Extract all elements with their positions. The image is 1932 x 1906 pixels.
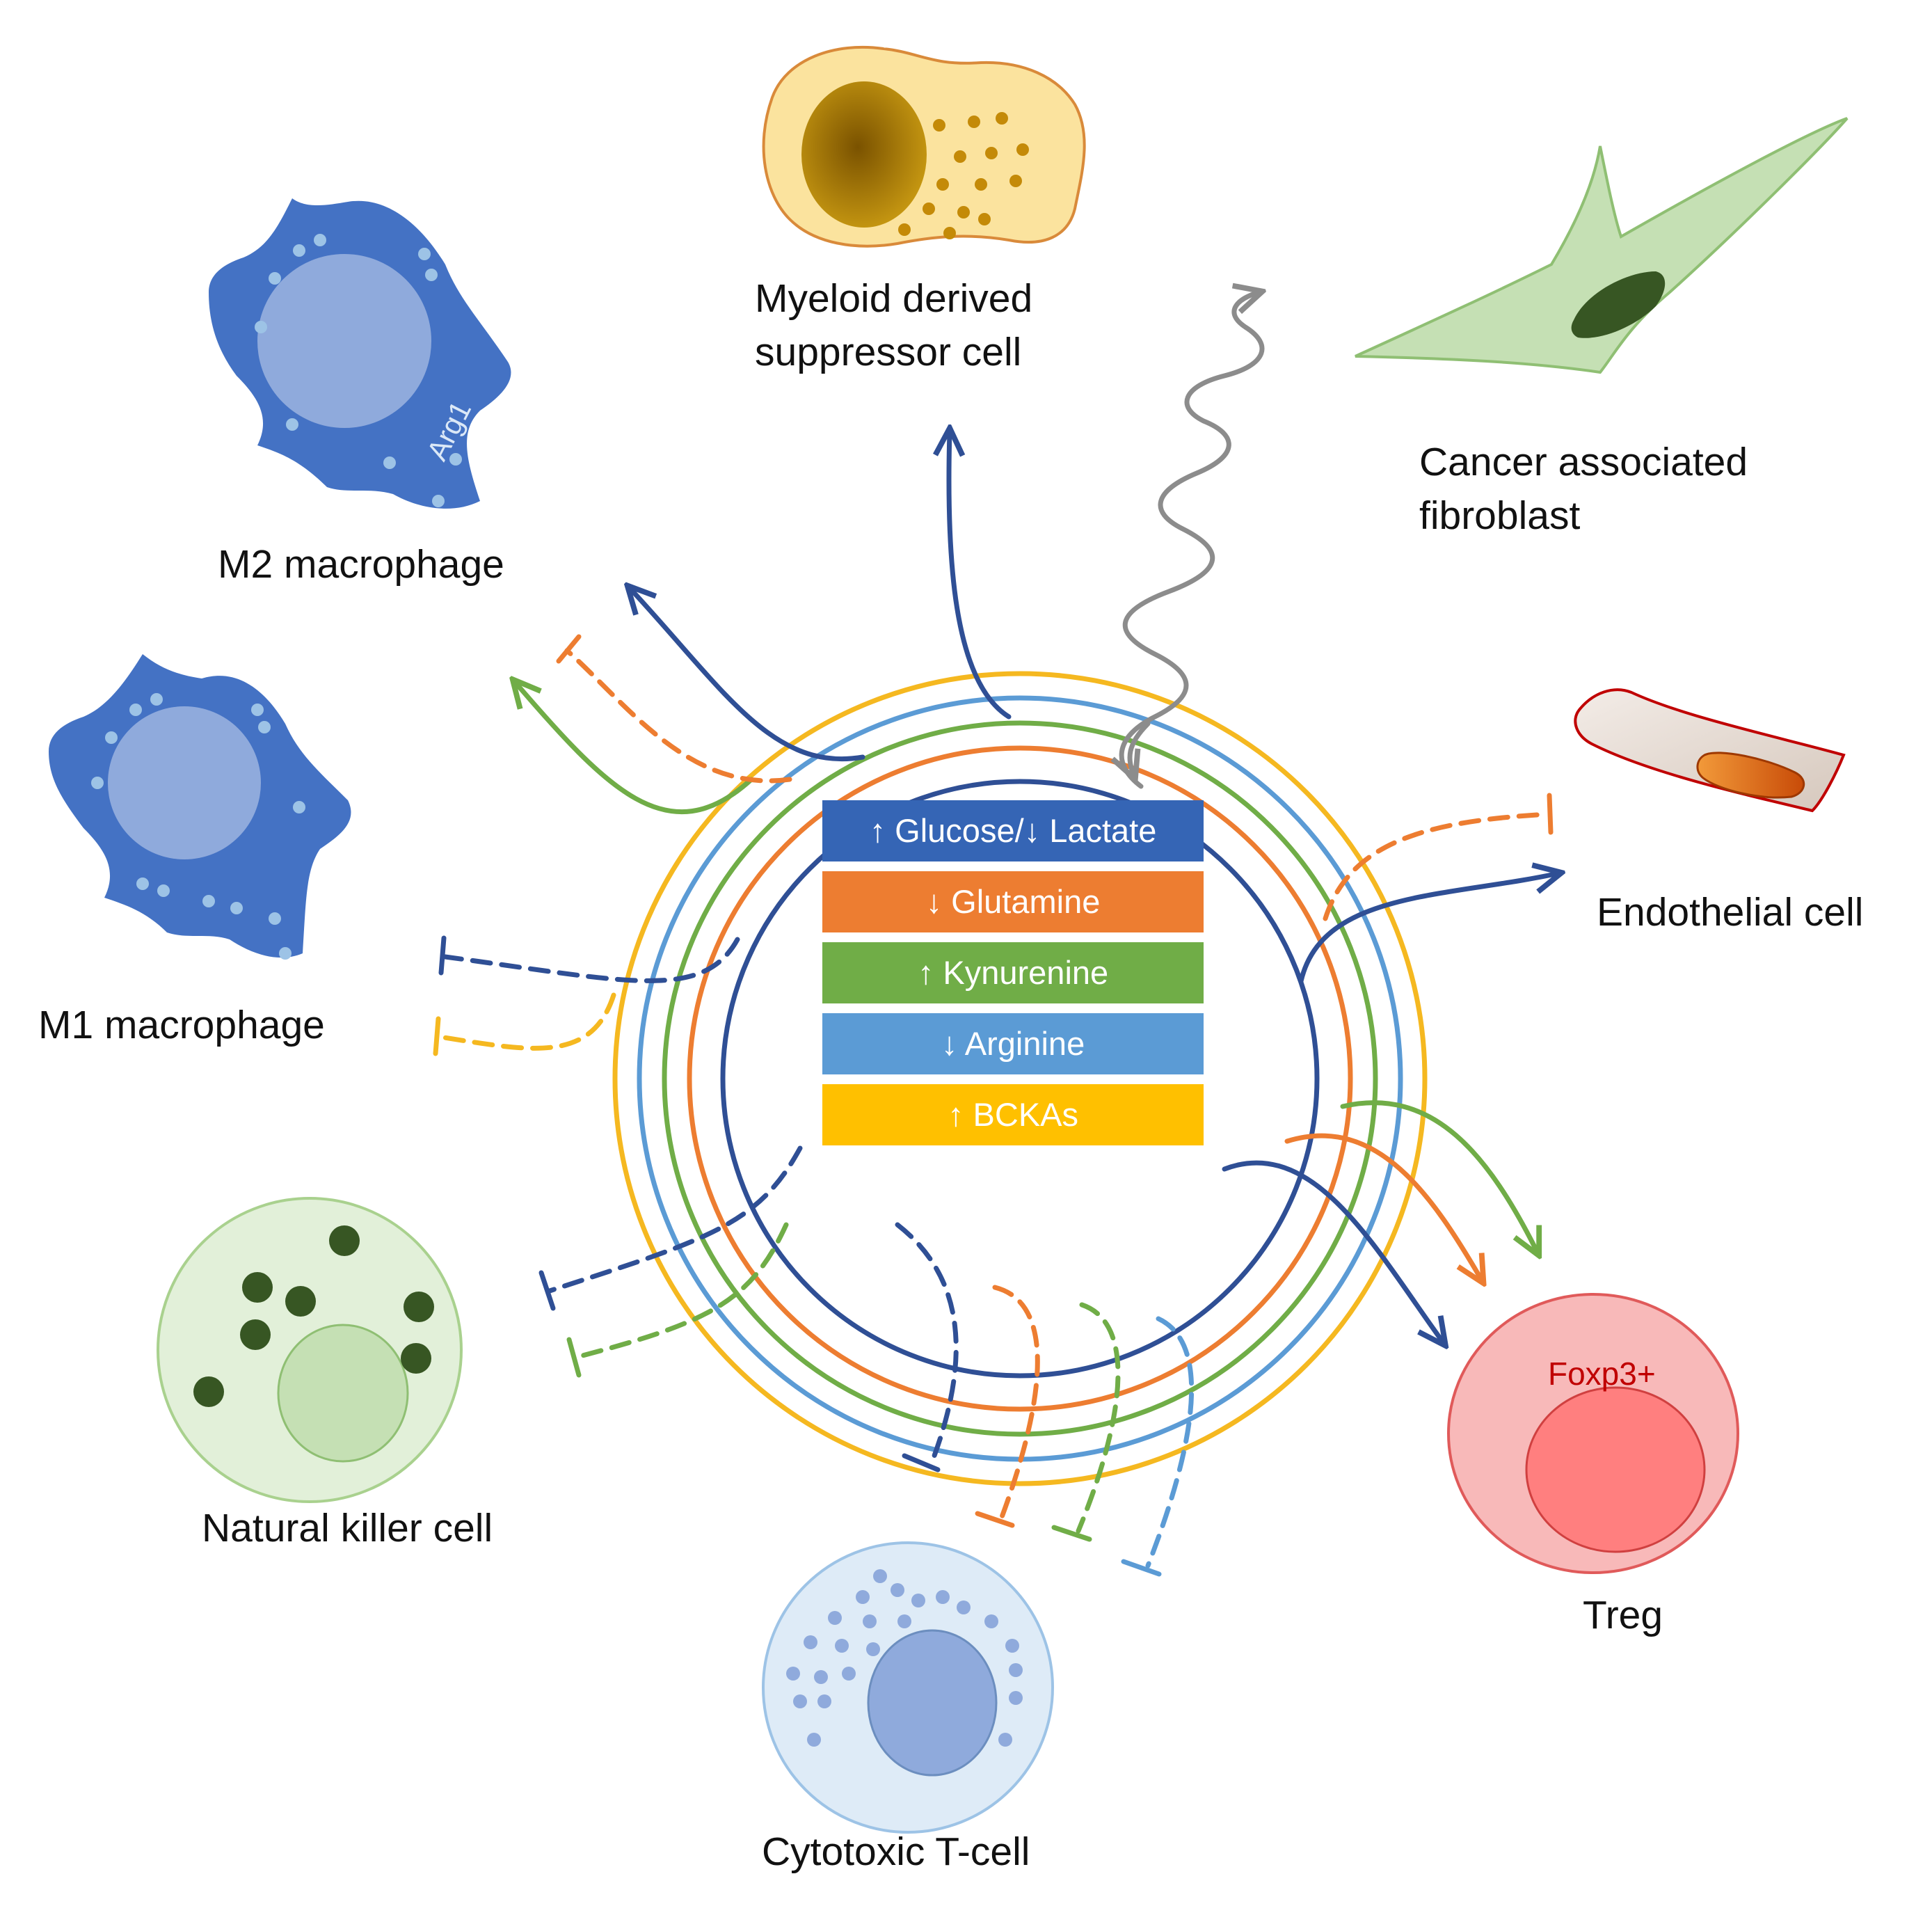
arrow-glucose-to-treg xyxy=(1222,1160,1444,1343)
endothelial-body xyxy=(1574,688,1846,813)
metabolite-bar-glutamine: ↓ Glutamine xyxy=(822,871,1204,932)
m1-macrophage-cell xyxy=(49,654,351,960)
endothelial-cell xyxy=(1574,688,1846,813)
inhibit-glucose-m1-bar xyxy=(438,935,447,976)
metabolite-rings xyxy=(612,671,1428,1486)
metabolite-label-bcka: ↑ BCKAs xyxy=(948,1096,1078,1133)
signal-caf xyxy=(1119,292,1262,789)
inhibit-glutamine-tcell-bar xyxy=(975,1511,1015,1528)
inhibit-glutamine-endothelial xyxy=(1323,811,1551,921)
inhibit-glucose-nk xyxy=(547,1145,803,1294)
metabolite-bar-glucose-fill xyxy=(822,800,1204,861)
metabolite-bar-bcka: ↑ BCKAs xyxy=(822,1084,1204,1145)
metabolite-bar-arginine: ↓ Arginine xyxy=(822,1013,1204,1074)
metabolite-label-glutamine: ↓ Glutamine xyxy=(926,883,1101,920)
fibroblast-nucleus xyxy=(1571,271,1666,338)
metabolite-bar-kynurenine-fill xyxy=(822,942,1204,1003)
tcell-granules xyxy=(786,1569,1023,1747)
inhibit-kynurenine-nk-bar xyxy=(566,1337,582,1378)
arrow-kynurenine-to-treg xyxy=(1340,1100,1538,1253)
ring-glutamine xyxy=(687,745,1353,1412)
metabolite-bar-glucose: ↑ Glucose/↓ Lactate xyxy=(822,800,1204,861)
inhibit-arginine-tcell-bar xyxy=(1121,1559,1162,1577)
inhibit-kynurenine-tcell xyxy=(1076,1302,1121,1534)
fibroblast-body xyxy=(1355,117,1849,374)
m1-granules xyxy=(91,693,305,960)
ring-bcka xyxy=(612,671,1428,1486)
inhibit-kynurenine-tcell-bar xyxy=(1051,1525,1092,1542)
inhibit-kynurenine-nk xyxy=(575,1222,789,1360)
arrow-kynurenine-to-m1 xyxy=(515,682,754,815)
nk-granules xyxy=(193,1225,434,1407)
m1-label: M1 macrophage xyxy=(38,1003,325,1047)
m2-macrophage-cell: Arg1 xyxy=(209,198,511,509)
m2-nucleus xyxy=(257,254,431,428)
caf-label-line1: Cancer associated xyxy=(1419,440,1748,484)
endothelial-nucleus xyxy=(1696,752,1805,799)
treg-nucleus xyxy=(1525,1386,1706,1553)
metabolite-bar-glutamine-fill xyxy=(822,871,1204,932)
tcell-label: Cytotoxic T-cell xyxy=(762,1829,1030,1874)
inhibit-glucose-tcell-bar xyxy=(902,1453,941,1472)
metabolite-bar-bcka-fill xyxy=(822,1084,1204,1145)
inhibit-glutamine-tcell xyxy=(992,1285,1040,1520)
metabolite-label-glucose: ↑ Glucose/↓ Lactate xyxy=(870,812,1157,849)
metabolite-bar-arginine-fill xyxy=(822,1013,1204,1074)
arrow-glucose-to-mdsc xyxy=(949,431,1012,720)
connectors xyxy=(433,292,1558,1577)
m1-nucleus xyxy=(108,706,261,859)
signal-caf-inward xyxy=(1130,721,1151,776)
inhibit-glucose-tcell xyxy=(895,1222,959,1464)
inhibit-glutamine-endothelial-bar xyxy=(1547,793,1554,835)
metabolite-bar-kynurenine: ↑ Kynurenine xyxy=(822,942,1204,1003)
mdsc-label-line2: suppressor cell xyxy=(755,330,1021,374)
inhibit-glutamine-m2-bar xyxy=(556,634,582,664)
ring-kynurenine xyxy=(662,720,1378,1437)
m2-label: M2 macrophage xyxy=(218,542,504,587)
metabolite-label-arginine: ↓ Arginine xyxy=(941,1025,1085,1062)
mdsc-nucleus xyxy=(801,81,927,228)
cytotoxic-tcell xyxy=(762,1541,1054,1834)
inhibit-glutamine-m2 xyxy=(564,648,792,784)
treg-label: Treg xyxy=(1583,1593,1663,1637)
mdsc-cell xyxy=(762,45,1086,248)
foxp3-marker: Foxp3+ xyxy=(1548,1356,1656,1392)
metabolite-legend: ↑ Glucose/↓ Lactate ↓ Glutamine ↑ Kynure… xyxy=(822,800,1204,1145)
nk-nucleus xyxy=(277,1324,409,1463)
tcell-nucleus xyxy=(867,1629,998,1777)
endothelial-label: Endothelial cell xyxy=(1597,890,1863,935)
arrow-glutamine-to-treg xyxy=(1284,1133,1482,1280)
inhibit-glucose-m1 xyxy=(442,937,740,983)
ring-glucose-tumor-cell xyxy=(720,779,1320,1379)
mdsc-granules xyxy=(898,112,1029,239)
nk-label: Natural killer cell xyxy=(202,1506,493,1550)
metabolite-label-kynurenine: ↑ Kynurenine xyxy=(918,954,1108,991)
inhibit-arginine-tcell xyxy=(1145,1316,1195,1569)
arrow-glucose-to-endothelial xyxy=(1298,873,1558,984)
fibroblast-cell xyxy=(1355,117,1849,374)
mdsc-label-line1: Myeloid derived xyxy=(755,276,1032,321)
inhibit-bcka-m1-bar xyxy=(433,1016,441,1056)
arrow-glucose-to-m2 xyxy=(630,588,865,762)
inhibit-glucose-nk-bar xyxy=(538,1270,556,1311)
caf-label-line2: fibroblast xyxy=(1419,493,1580,538)
nk-cell xyxy=(157,1197,463,1503)
inhibit-bcka-m1 xyxy=(437,992,616,1051)
treg-cell: Foxp3+ xyxy=(1447,1293,1739,1574)
m2-granules xyxy=(255,234,462,507)
